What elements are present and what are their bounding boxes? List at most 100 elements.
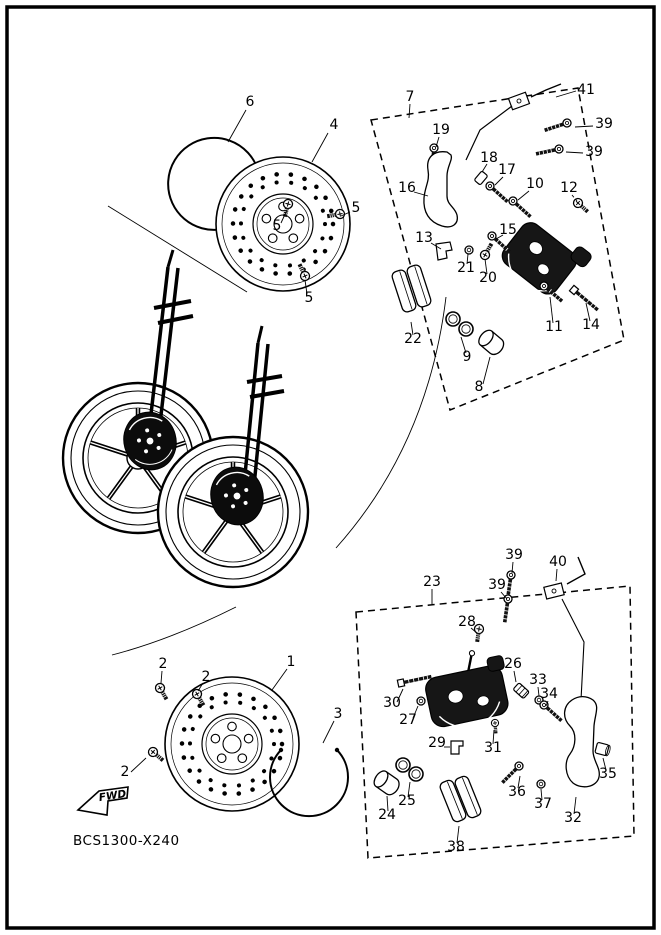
leader-line [304,279,308,295]
leader-line [311,132,329,163]
callout-8: 8 [475,379,484,395]
callout-5: 5 [305,290,314,306]
pin-31 [490,718,501,735]
leader-line [280,209,288,224]
hose-bracket-40 [543,556,586,701]
leader-line [412,705,419,719]
separator-line [111,606,237,656]
callout-33: 33 [529,672,547,688]
callout-35: 35 [599,766,617,782]
callout-5: 5 [273,218,282,234]
callout-39: 39 [595,116,613,132]
hose-bracket-41 [465,83,562,161]
callout-13: 13 [415,230,433,246]
damper-35 [594,741,611,757]
leader-line [408,103,411,119]
callout-39: 39 [585,144,603,160]
callout-17: 17 [498,162,516,178]
callout-19: 19 [432,122,450,138]
callout-15: 15 [499,222,517,238]
screw-12 [570,195,592,216]
retaining-ring-3 [269,749,349,818]
leader-line [549,296,554,324]
leader-line [602,757,607,771]
piston-seal-9 [458,321,474,337]
leader-line [430,242,442,250]
bolt-10 [506,194,534,221]
caliper-assembly-boundary-upper [370,87,625,412]
callout-28: 28 [458,614,476,630]
wheel-assembly [63,205,447,656]
callout-6: 6 [246,94,255,110]
callout-26: 26 [504,656,522,672]
leader-line [565,151,584,154]
callout-22: 22 [404,331,422,347]
leader-line [456,825,460,844]
callout-1: 1 [287,654,296,670]
leader-line [197,682,204,692]
callout-5: 5 [352,200,361,216]
wheel-disc-left [123,411,177,471]
leader-line [513,670,517,683]
callout-4: 4 [330,117,339,133]
lower-caliper-group [355,556,635,859]
callout-38: 38 [447,839,465,855]
mounting-bracket-32 [563,695,600,788]
callouts-lower: 39 40 39 23 28 26 33 34 1 2 2 2 3 30 27 … [121,547,617,855]
leader-line [537,686,540,697]
ring-end [278,747,284,753]
leader-line [130,757,147,773]
leader-line [396,688,404,703]
callout-24: 24 [378,807,396,823]
fwd-direction-marker: FWD [76,786,129,816]
callout-12: 12 [560,180,578,196]
callout-30: 30 [383,695,401,711]
leader-line [435,136,440,148]
callout-11: 11 [545,319,563,335]
leader-line [571,194,578,202]
caliper-bracket-16 [423,151,458,228]
callout-25: 25 [398,793,416,809]
leader-line [460,336,467,354]
leader-line [540,788,543,801]
leader-line [407,781,411,798]
boot-18 [474,171,488,185]
callout-18: 18 [480,150,498,166]
separator-line [107,205,248,293]
leader-line [545,700,549,707]
callout-29: 29 [428,735,446,751]
callout-23: 23 [423,574,441,590]
callout-39: 39 [505,547,523,563]
caliper-body-upper [501,222,592,295]
piston-seal-9 [445,311,461,327]
leader-line [470,627,478,634]
piston-8 [475,326,508,359]
front-fork-left [146,249,194,442]
disc-bolt-2 [153,681,172,703]
leader-line [585,302,591,322]
separator-line [335,296,447,549]
ring-end [334,747,340,753]
pin-17 [483,179,511,206]
drawing-code: BCS1300-X240 [73,833,180,849]
caliper-assembly-boundary-lower [355,585,635,859]
leader-line [410,321,414,336]
callout-16: 16 [398,180,416,196]
callout-32: 32 [564,810,582,826]
leader-line [494,176,504,186]
callout-3: 3 [334,706,343,722]
leader-line [271,668,288,691]
callout-2: 2 [202,669,211,685]
brake-disc-1 [165,677,299,811]
bolt-36 [498,759,526,787]
leader-line [482,356,491,385]
callout-40: 40 [549,554,567,570]
callout-2: 2 [159,656,168,672]
pin-34 [537,698,565,725]
callout-2: 2 [121,764,130,780]
lower-disc-group [146,677,349,818]
leader-line [492,729,495,745]
upper-caliper-group [370,83,625,412]
leader-line [555,90,577,98]
